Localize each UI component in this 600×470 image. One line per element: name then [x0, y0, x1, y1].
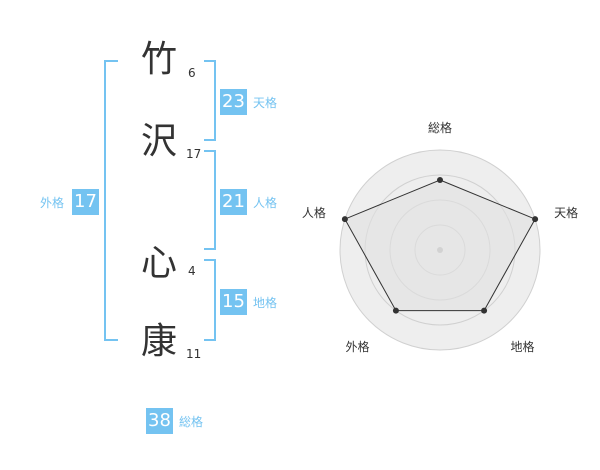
stroke-count-4: 11 [186, 347, 202, 361]
radar-point-4 [392, 307, 399, 314]
radar-grid-ring [339, 149, 541, 351]
stroke-count-3: 4 [188, 264, 196, 278]
name-char-3: 心 [141, 243, 178, 284]
radar-point-1 [437, 177, 443, 183]
radar-axis-label-5: 人格 [302, 205, 326, 220]
gaikaku-label: 外格 [40, 196, 65, 210]
chikaku-label: 地格 [253, 296, 278, 310]
soukaku-label: 総格 [179, 415, 204, 429]
tenkaku-label: 天格 [253, 96, 278, 110]
radar-axis-label-1: 総格 [428, 120, 452, 135]
name-char-4: 康 [141, 321, 178, 362]
gaikaku-value: 17 [72, 189, 99, 215]
tenkaku-value: 23 [220, 89, 247, 115]
tenkaku-bracket [204, 60, 216, 141]
radar-point-2 [532, 216, 539, 223]
radar-point-3 [481, 307, 488, 314]
radar-axis-label-2: 天格 [554, 205, 578, 220]
stroke-count-2: 17 [186, 147, 202, 161]
gaikaku-bracket [104, 60, 118, 341]
soukaku-value: 38 [146, 408, 173, 434]
name-char-1: 竹 [141, 39, 178, 80]
jinkaku-value: 21 [220, 189, 247, 215]
radar-point-5 [341, 216, 348, 223]
radar-series-polygon [344, 179, 536, 312]
chikaku-value: 15 [220, 289, 247, 315]
chikaku-bracket [204, 259, 216, 341]
jinkaku-bracket [204, 150, 216, 250]
radar-axis-label-4: 外格 [345, 339, 369, 354]
name-char-2: 沢 [141, 121, 178, 162]
jinkaku-label: 人格 [253, 196, 278, 210]
radar-axis-label-3: 地格 [511, 339, 535, 354]
stroke-count-1: 6 [188, 66, 196, 80]
